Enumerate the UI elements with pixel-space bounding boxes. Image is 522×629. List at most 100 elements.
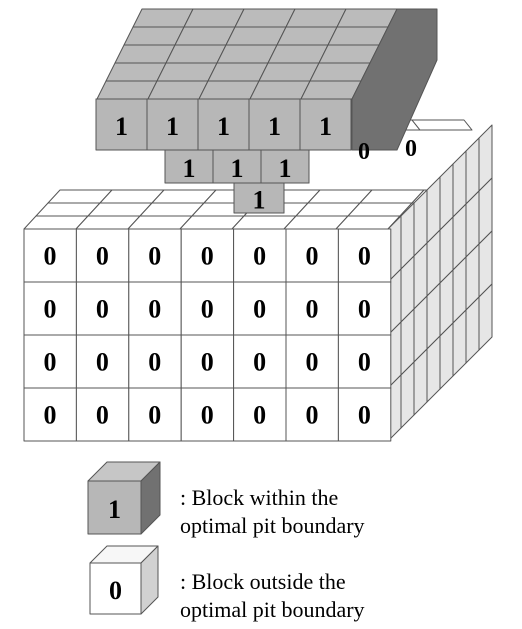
pit-top-cell — [249, 80, 311, 100]
front-block: 0 — [285, 228, 339, 283]
front-block: 0 — [23, 334, 77, 389]
pit-bench3-block: 1 — [233, 182, 285, 215]
legend-inside-text: : Block within the optimal pit boundary — [180, 484, 365, 540]
front-block: 0 — [180, 228, 235, 283]
front-block-label: 0 — [148, 295, 161, 324]
front-block: 0 — [75, 387, 130, 442]
front-block: 0 — [23, 281, 77, 336]
front-block-label: 0 — [253, 401, 266, 430]
pit-top-cell — [198, 80, 260, 100]
pit-block-label: 1 — [231, 154, 244, 183]
pit-block-label: 1 — [183, 154, 196, 183]
front-block-label: 0 — [358, 348, 371, 377]
pit-top-cell — [114, 44, 176, 64]
pit-block-front — [299, 98, 352, 151]
front-block: 0 — [128, 281, 182, 336]
front-block-label: 0 — [201, 242, 214, 271]
front-block: 0 — [180, 334, 235, 389]
legend-outside-cube: 0 — [89, 545, 159, 615]
front-block-label: 0 — [44, 401, 57, 430]
pit-block-label: 1 — [166, 112, 179, 141]
pit-top-cell — [327, 26, 389, 46]
front-block-label: 0 — [358, 242, 371, 271]
outside-block-top — [411, 119, 473, 131]
pit-top-cell — [276, 26, 338, 46]
pit-block-label: 1 — [217, 112, 230, 141]
pit-top-cell — [216, 44, 278, 64]
front-block: 0 — [233, 334, 287, 389]
legend-outside-line1: : Block outside the — [180, 569, 346, 594]
pit-top-cell — [96, 80, 158, 100]
front-block: 0 — [75, 334, 130, 389]
legend-inside-line2: optimal pit boundary — [180, 513, 365, 538]
pit-top-cell — [105, 62, 167, 82]
front-block: 0 — [23, 228, 77, 283]
front-block-label: 0 — [44, 295, 57, 324]
front-block: 0 — [285, 334, 339, 389]
front-block-label: 0 — [148, 401, 161, 430]
pit-top-cell — [285, 8, 347, 28]
pit-bench2-block: 1 — [260, 149, 310, 184]
pit-top-cell — [234, 8, 296, 28]
pit-top-cell — [132, 8, 194, 28]
front-block: 0 — [337, 228, 392, 283]
front-block: 0 — [285, 387, 339, 442]
pit-top-cell — [156, 62, 218, 82]
front-block: 0 — [337, 281, 392, 336]
pit-top-cell — [147, 80, 209, 100]
legend: 10 — [87, 461, 161, 615]
pit-top-cell — [207, 62, 269, 82]
front-block-label: 0 — [201, 401, 214, 430]
legend-outside-line2: optimal pit boundary — [180, 597, 365, 622]
legend-outside-text: : Block outside the optimal pit boundary — [180, 568, 365, 624]
front-block-label: 0 — [253, 348, 266, 377]
legend-cube-front — [87, 480, 142, 535]
front-block-label: 0 — [306, 242, 319, 271]
front-block-label: 0 — [306, 401, 319, 430]
legend-inside-line1: : Block within the — [180, 485, 339, 510]
pit-block-front — [260, 149, 310, 184]
pit-block-label: 1 — [268, 112, 281, 141]
pit-top-cell — [183, 8, 245, 28]
legend-cube-label: 1 — [108, 495, 121, 524]
back-zero-mark: 0 — [358, 139, 370, 165]
front-block-label: 0 — [253, 295, 266, 324]
legend-cube-label: 0 — [109, 576, 122, 605]
front-block-label: 0 — [306, 295, 319, 324]
front-block-label: 0 — [148, 348, 161, 377]
pit-block-label: 1 — [319, 112, 332, 141]
front-block: 0 — [128, 387, 182, 442]
front-block-label: 0 — [96, 242, 109, 271]
front-block-label: 0 — [253, 242, 266, 271]
pit-top-cell — [174, 26, 236, 46]
pit-top-cell — [318, 44, 380, 64]
pit-top-cell — [309, 62, 371, 82]
pit-slab-side — [351, 8, 438, 151]
pit-bench1-block: 1 — [197, 98, 250, 151]
front-block: 0 — [285, 281, 339, 336]
front-block: 0 — [180, 281, 235, 336]
pit-bench2-block: 1 — [212, 149, 262, 184]
pit-top-cell — [165, 44, 227, 64]
back-zero-mark: 0 — [405, 136, 417, 162]
pit-block-label: 1 — [253, 186, 266, 215]
front-block: 0 — [233, 228, 287, 283]
front-block-label: 0 — [96, 295, 109, 324]
front-block: 0 — [75, 228, 130, 283]
pit-top-cell — [267, 44, 329, 64]
pit-block-label: 1 — [279, 154, 292, 183]
front-block-label: 0 — [201, 348, 214, 377]
front-block-label: 0 — [358, 401, 371, 430]
front-block: 0 — [128, 228, 182, 283]
front-block-label: 0 — [148, 242, 161, 271]
front-block-label: 0 — [96, 348, 109, 377]
front-block-label: 0 — [44, 348, 57, 377]
front-block-label: 0 — [44, 242, 57, 271]
pit-bench1-block: 1 — [95, 98, 148, 151]
front-block-label: 0 — [96, 401, 109, 430]
outside-block-side — [478, 283, 493, 351]
pit-bench1-block: 1 — [248, 98, 301, 151]
